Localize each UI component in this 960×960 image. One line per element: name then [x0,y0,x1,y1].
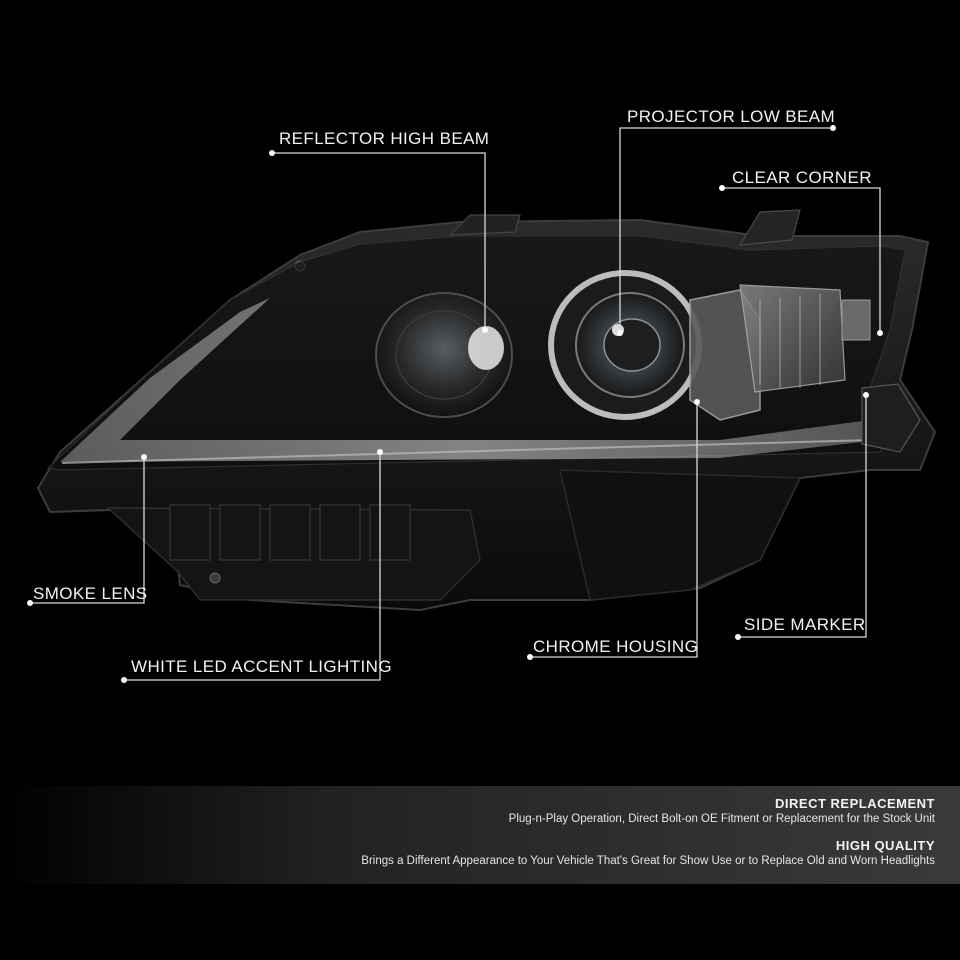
callout-dots [27,125,883,683]
mounting-bracket [106,504,481,601]
side-marker [861,383,921,453]
label-white-led-accent-lighting: WHITE LED ACCENT LIGHTING [131,657,392,676]
feature-info-band: DIRECT REPLACEMENT Plug-n-Play Operation… [0,786,960,884]
feature-title-direct-replacement: DIRECT REPLACEMENT [775,796,935,811]
label-smoke-lens: SMOKE LENS [33,584,148,603]
led-accent-strip [60,298,880,462]
label-projector-low-beam: PROJECTOR LOW BEAM [627,107,836,126]
label-clear-corner: CLEAR CORNER [732,168,872,187]
chrome-housing-block [689,289,761,421]
clear-corner [739,284,846,393]
feature-title-high-quality: HIGH QUALITY [835,838,935,853]
callout-lines [30,127,881,681]
label-chrome-housing: CHROME HOUSING [533,637,699,656]
feature-text-high-quality: Brings a Different Appearance to Your Ve… [361,855,935,867]
label-side-marker: SIDE MARKER [744,615,866,634]
label-reflector-high-beam: REFLECTOR HIGH BEAM [279,129,490,148]
feature-text-direct-replacement: Plug-n-Play Operation, Direct Bolt-on OE… [508,813,935,825]
